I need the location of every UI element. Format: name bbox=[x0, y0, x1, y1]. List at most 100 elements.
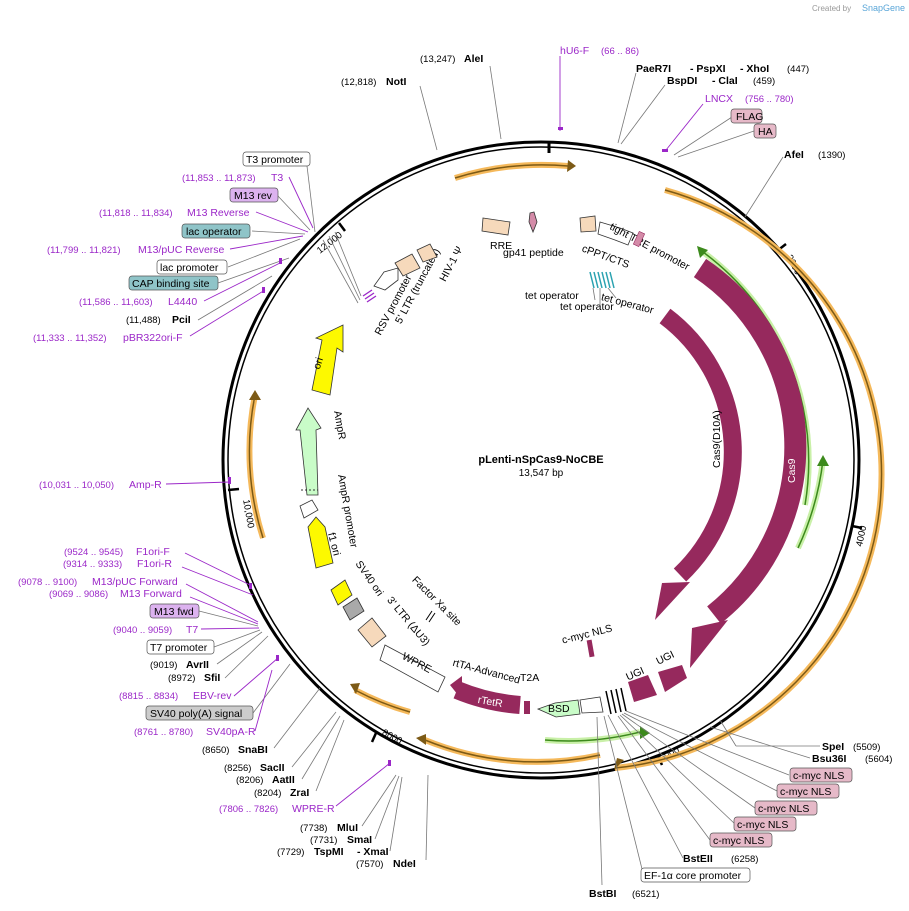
site-pcii-name[interactable]: PciI bbox=[172, 314, 191, 326]
wpre-box bbox=[379, 644, 446, 693]
cas9-label: Cas9 bbox=[786, 458, 798, 483]
site-alei-name[interactable]: AleI bbox=[464, 53, 483, 65]
site-sfii-name[interactable]: SfiI bbox=[204, 672, 220, 684]
primer-wprer-pos: (7806 .. 7826) bbox=[219, 804, 278, 815]
box-cmyc-3-label: c-myc NLS bbox=[758, 803, 809, 815]
primer-f1orir-pos: (9314 .. 9333) bbox=[63, 559, 122, 570]
factorxa-mark bbox=[425, 610, 436, 623]
site-paer7i-name[interactable]: PaeR7I bbox=[636, 63, 671, 75]
primer-lncx-pos: (756 .. 780) bbox=[745, 94, 794, 105]
primer-m13pucfwd-pos: (9078 .. 9100) bbox=[18, 577, 77, 588]
plasmid-name: pLenti-nSpCas9-NoCBE bbox=[478, 454, 603, 466]
site-noti-pos: (12,818) bbox=[341, 77, 376, 88]
svg-text:4000: 4000 bbox=[854, 525, 869, 548]
cmyc-stripes bbox=[605, 687, 627, 715]
site-ndei-name[interactable]: NdeI bbox=[393, 858, 416, 870]
box-sv40polya-label: SV40 poly(A) signal bbox=[150, 708, 242, 720]
site-bstbi-name[interactable]: BstBI bbox=[589, 888, 617, 900]
gold-arc-right bbox=[614, 187, 885, 771]
primer-wprer-name[interactable]: WPRE-R bbox=[292, 803, 335, 815]
primer-f1orif-name[interactable]: F1ori-F bbox=[136, 546, 170, 558]
box-m13rev-label: M13 rev bbox=[234, 190, 273, 202]
box-cmyc-2-label: c-myc NLS bbox=[780, 786, 831, 798]
sv40ori-label: SV40 ori bbox=[353, 559, 386, 599]
primer-l4440-name[interactable]: L4440 bbox=[168, 296, 197, 308]
tetop-label-3: tet operator bbox=[560, 301, 614, 313]
hiv1psi-box bbox=[416, 243, 438, 263]
site-bsu36i-name[interactable]: Bsu36I bbox=[812, 753, 847, 765]
primer-ebvrev-pos: (8815 .. 8834) bbox=[119, 691, 178, 702]
site-spei-name[interactable]: SpeI bbox=[822, 741, 844, 753]
site-smai-pos: (7731) bbox=[310, 835, 337, 846]
ugi-arrow-1 bbox=[628, 675, 657, 702]
box-t3promoter-label: T3 promoter bbox=[246, 154, 304, 166]
cas9d10a-arrowhead bbox=[655, 582, 690, 620]
box-flag-label: FLAG bbox=[736, 111, 763, 123]
site-pcii-pos: (11,488) bbox=[126, 315, 161, 326]
primer-pbr322-name[interactable]: pBR322ori-F bbox=[123, 332, 183, 344]
primer-ampr-name[interactable]: Amp-R bbox=[129, 479, 162, 491]
primer-pbr322-pos: (11,333 .. 11,352) bbox=[33, 333, 107, 344]
primer-m13pucrev-name[interactable]: M13/pUC Reverse bbox=[138, 244, 225, 256]
ori-label: ori bbox=[311, 356, 326, 371]
ori-arrow bbox=[311, 324, 344, 396]
site-mlui-name[interactable]: MluI bbox=[337, 822, 358, 834]
site-afei-name[interactable]: AfeI bbox=[784, 149, 804, 161]
site-tspmi-name[interactable]: TspMI bbox=[314, 846, 344, 858]
site-sacii-name[interactable]: SacII bbox=[260, 762, 285, 774]
primer-lncx-name[interactable]: LNCX bbox=[705, 93, 733, 105]
box-cap bbox=[128, 275, 219, 291]
sv40ori-yellow bbox=[330, 579, 353, 606]
primer-hu6f-name[interactable]: hU6-F bbox=[560, 45, 589, 57]
primer-t3-name[interactable]: T3 bbox=[271, 172, 283, 184]
site-snabi-name[interactable]: SnaBI bbox=[238, 744, 268, 756]
primer-f1orir-name[interactable]: F1ori-R bbox=[137, 558, 172, 570]
factorxa-label: Factor Xa site bbox=[409, 574, 463, 628]
box-cmyc-5-label: c-myc NLS bbox=[713, 835, 764, 847]
site-avrii-name[interactable]: AvrII bbox=[186, 659, 209, 671]
site-alei-pos: (13,247) bbox=[420, 54, 455, 65]
primer-t7-pos: (9040 .. 9059) bbox=[113, 625, 172, 636]
site-afei-pos: (1390) bbox=[818, 150, 845, 161]
site-pspxi-name[interactable]: - PspXI bbox=[690, 63, 726, 75]
t2a-mark bbox=[524, 701, 530, 714]
box-m13fwd-label: M13 fwd bbox=[154, 606, 194, 618]
rsv-stripes bbox=[362, 289, 377, 303]
plasmid-length: 13,547 bp bbox=[519, 468, 564, 479]
site-bsteii-name[interactable]: BstEII bbox=[683, 853, 713, 865]
box-cmyc-4 bbox=[733, 816, 797, 832]
site-xmai-name[interactable]: - XmaI bbox=[357, 846, 389, 858]
primer-t7-name[interactable]: T7 bbox=[186, 624, 198, 636]
primer-m13pucrev-pos: (11,799 .. 11,821) bbox=[47, 245, 121, 256]
site-bspdi-name[interactable]: BspDI bbox=[667, 75, 697, 87]
box-m13rev bbox=[229, 187, 279, 203]
box-lacpromoter-label: lac promoter bbox=[160, 262, 219, 274]
primer-m13rev-name[interactable]: M13 Reverse bbox=[187, 207, 250, 219]
primer-l4440-pos: (11,586 .. 11,603) bbox=[79, 297, 153, 308]
primer-m13fwd-name[interactable]: M13 Forward bbox=[120, 588, 182, 600]
tick-4000: 4000 bbox=[851, 525, 869, 548]
box-cmyc-1 bbox=[789, 767, 853, 783]
cppt-label: cPPT/CTS bbox=[580, 243, 631, 271]
primer-sv40par-name[interactable]: SV40pA-R bbox=[206, 726, 256, 738]
site-noti-name[interactable]: NotI bbox=[386, 76, 406, 88]
site-clai-name[interactable]: - ClaI bbox=[712, 75, 738, 87]
box-m13fwd bbox=[149, 603, 200, 619]
tighttre-arrow bbox=[597, 221, 634, 246]
watermark-label: Created by bbox=[812, 4, 851, 13]
cppt-box bbox=[579, 215, 597, 233]
primer-m13pucfwd-name[interactable]: M13/pUC Forward bbox=[92, 576, 178, 588]
site-xhoi-pos: (447) bbox=[787, 64, 809, 75]
site-xhoi-name[interactable]: - XhoI bbox=[740, 63, 769, 75]
site-smai-name[interactable]: SmaI bbox=[347, 834, 372, 846]
cas9d10a-label: Cas9(D10A) bbox=[711, 410, 723, 468]
site-aatii-name[interactable]: AatII bbox=[272, 774, 295, 786]
site-zrai-name[interactable]: ZraI bbox=[290, 787, 309, 799]
box-t7promoter bbox=[146, 639, 215, 655]
bsd-marker bbox=[579, 696, 604, 714]
primer-ebvrev-name[interactable]: EBV-rev bbox=[193, 690, 232, 702]
rre-label: RRE bbox=[490, 240, 512, 252]
box-ef1a bbox=[640, 867, 751, 883]
rsv-arrow bbox=[373, 267, 399, 291]
